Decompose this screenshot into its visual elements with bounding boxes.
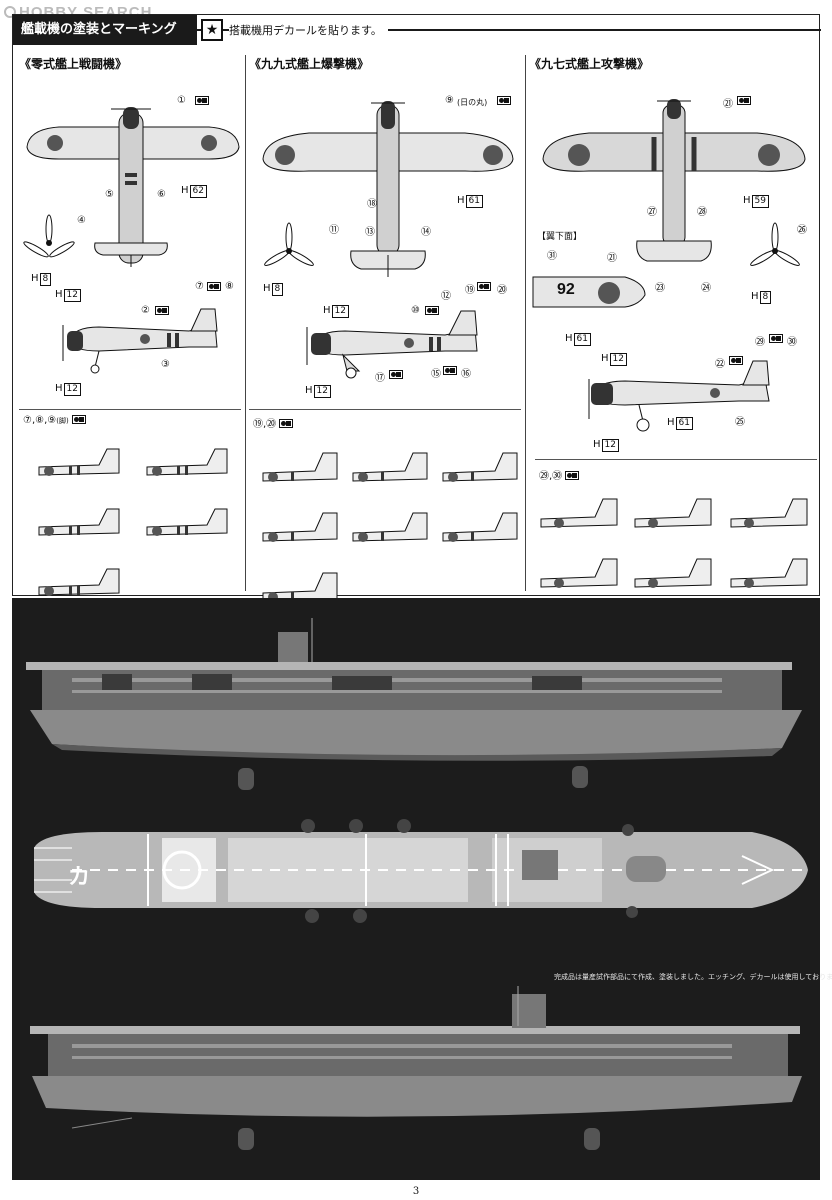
header-bar: 艦載機の塗装とマーキング ★ 搭載機用デカールを貼ります。 [13, 15, 821, 45]
zero-tail-variants [38, 448, 228, 596]
callout: ⑤ [105, 189, 114, 200]
val-tail-variants [262, 452, 518, 602]
deck-marking: カ [68, 865, 90, 890]
decal-marker-icon [497, 96, 511, 107]
kate-tail-variants [540, 498, 808, 588]
header-note: 搭載機用デカールを貼ります。 [229, 22, 388, 38]
model-photo-area: カ [12, 598, 820, 1180]
decal-marker-icon [477, 282, 491, 293]
propeller-icon [23, 214, 75, 258]
callout: ㉛ [547, 251, 557, 262]
decal-marker-icon [389, 370, 403, 381]
callout: ⑬ [365, 227, 375, 238]
decal-star-icon: ★ [201, 19, 223, 41]
kate-bomber-diagram [532, 99, 806, 432]
wing-underside-label: 【翼下面】 [537, 232, 583, 242]
callout: ㉔ [701, 283, 711, 294]
section-divider [19, 409, 241, 410]
callout: ㉓ [655, 283, 665, 294]
callout: ⑲ [465, 285, 475, 296]
panel-title: 《九九式艦上爆撃機》 [249, 57, 370, 71]
callout: ⑦ [195, 281, 204, 292]
panel-zero-fighter: 《零式艦上戦闘機》 [19, 55, 245, 596]
section-divider [249, 409, 521, 410]
panel-title: 《九七式艦上攻撃機》 [529, 57, 650, 71]
callout: ㉘ [697, 207, 707, 218]
callout: ⑪ [329, 225, 339, 236]
decal-marker-icon [195, 96, 209, 107]
instruction-sheet: 艦載機の塗装とマーキング ★ 搭載機用デカールを貼ります。 《零式艦上戦闘機》 [12, 14, 821, 602]
photo-caption: 完成品は量産試作部品にて作成、塗装しました。エッチング、デカールは使用しておりま… [554, 973, 832, 981]
callout: ⑰ [375, 373, 385, 384]
section-title: 艦載機の塗装とマーキング [13, 15, 197, 45]
callout: ㉖ [797, 225, 807, 236]
callout: ㉕ [735, 417, 745, 428]
callout: ⑨ [445, 95, 454, 106]
decal-marker-icon [155, 306, 169, 317]
propeller-icon [264, 222, 314, 266]
callout: ② [141, 305, 150, 316]
decal-marker-icon [425, 306, 439, 317]
callout: ㉗ [647, 207, 657, 218]
decal-marker-icon [207, 282, 221, 293]
carrier-side-view-port [30, 986, 802, 1150]
callout: ⑩ [411, 305, 420, 316]
zero-fighter-diagram [23, 107, 240, 374]
panel-kate-bomber: 《九七式艦上攻撃機》 [529, 55, 817, 595]
header-rule [197, 29, 821, 31]
callout: ⑯ [461, 369, 471, 380]
callout: ⑧ [225, 281, 234, 292]
section-divider [535, 459, 817, 460]
callout-note: (日の丸) [457, 98, 488, 107]
subsection-label: ㉙,㉚ [539, 467, 580, 482]
callout: ㉚ [787, 337, 797, 348]
callout: ㉑ [607, 253, 617, 264]
callout: ⑮ [431, 369, 441, 380]
propeller-icon [750, 222, 800, 266]
val-bomber-diagram [262, 101, 514, 379]
page-number: 3 [412, 1186, 420, 1197]
carrier-model-photos: カ [26, 618, 808, 1150]
callout: ⑫ [441, 291, 451, 302]
callout: ⑱ [367, 199, 377, 210]
panel-divider [525, 55, 526, 591]
panel-divider [245, 55, 246, 591]
callout: ⑳ [497, 285, 507, 296]
decal-marker-icon [729, 356, 743, 367]
decal-marker-icon [769, 334, 783, 345]
carrier-side-view-starboard [26, 618, 802, 790]
panel-val-bomber: 《九九式艦上爆撃機》 ⑨ [249, 55, 525, 602]
callout: ㉒ [715, 359, 725, 370]
callout: ④ [77, 215, 86, 226]
subsection-label: ⑦,⑧,⑨(脚) [23, 415, 86, 426]
callout: ㉑ [723, 99, 733, 110]
decal-marker-icon [737, 96, 751, 107]
panel-title: 《零式艦上戦闘機》 [19, 57, 128, 71]
callout: ⑥ [157, 189, 166, 200]
callout: ① [177, 95, 186, 106]
subsection-label: ⑲,⑳ [253, 415, 294, 430]
callout: ③ [161, 359, 170, 370]
wing-number: 92 [557, 281, 575, 298]
callout: ㉙ [755, 337, 765, 348]
callout: ⑭ [421, 227, 431, 238]
decal-marker-icon [443, 366, 457, 377]
watermark-logo-icon [4, 6, 16, 18]
carrier-top-view [34, 819, 808, 923]
